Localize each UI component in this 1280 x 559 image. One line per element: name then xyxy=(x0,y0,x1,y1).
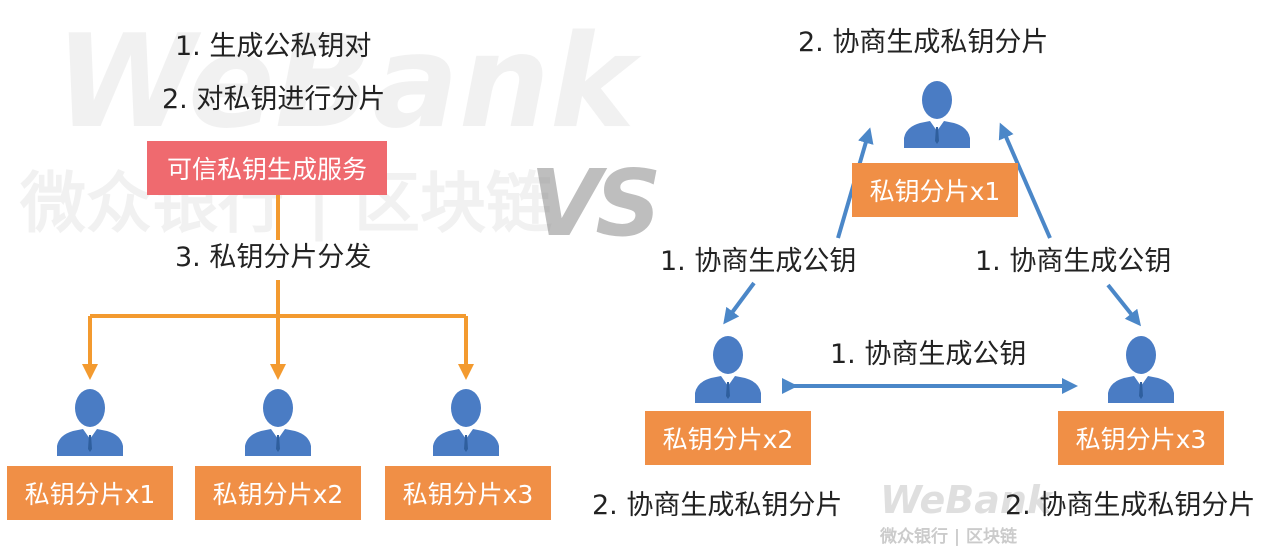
left-step1-label: 1. 生成公私钥对 xyxy=(175,31,372,62)
webank-watermark-small-cn: 微众银行 | 区块链 xyxy=(880,527,1018,547)
negotiation-triangle xyxy=(723,122,1141,394)
right-shard-box-1: 私钥分片x1 xyxy=(852,163,1018,217)
arrow-right-up xyxy=(998,122,1052,239)
right-top-label: 2. 协商生成私钥分片 xyxy=(798,27,1049,58)
right-edge-right-label: 1. 协商生成公钥 xyxy=(975,246,1172,277)
left-step3-label: 3. 私钥分片分发 xyxy=(175,242,372,273)
arrow-left-down xyxy=(723,281,756,325)
right-edge-left-label: 1. 协商生成公钥 xyxy=(660,246,857,277)
left-step2-label: 2. 对私钥进行分片 xyxy=(162,84,386,115)
person-icon xyxy=(433,389,499,456)
right-edge-bottom-label: 1. 协商生成公钥 xyxy=(830,339,1027,370)
person-icon xyxy=(695,336,761,403)
distribution-tree xyxy=(82,195,474,380)
person-icon xyxy=(245,389,311,456)
right-shard-box-2: 私钥分片x2 xyxy=(645,411,811,465)
left-shard-box-1: 私钥分片x1 xyxy=(7,466,173,520)
right-bottom-right-label: 2. 协商生成私钥分片 xyxy=(1005,490,1256,521)
left-shard-box-3: 私钥分片x3 xyxy=(385,466,551,520)
right-shard-box-3: 私钥分片x3 xyxy=(1058,411,1224,465)
person-icon xyxy=(1108,336,1174,403)
webank-watermark-small: WeBank xyxy=(880,478,1053,522)
arrow-right-down xyxy=(1106,283,1141,327)
right-bottom-left-label: 2. 协商生成私钥分片 xyxy=(592,490,843,521)
trusted-key-service-box: 可信私钥生成服务 xyxy=(147,141,387,195)
left-shard-box-2: 私钥分片x2 xyxy=(195,466,361,520)
person-icon xyxy=(57,389,123,456)
webank-watermark-large: WeBank xyxy=(55,8,635,157)
person-icon xyxy=(904,81,970,148)
vs-mark: VS xyxy=(530,150,661,257)
